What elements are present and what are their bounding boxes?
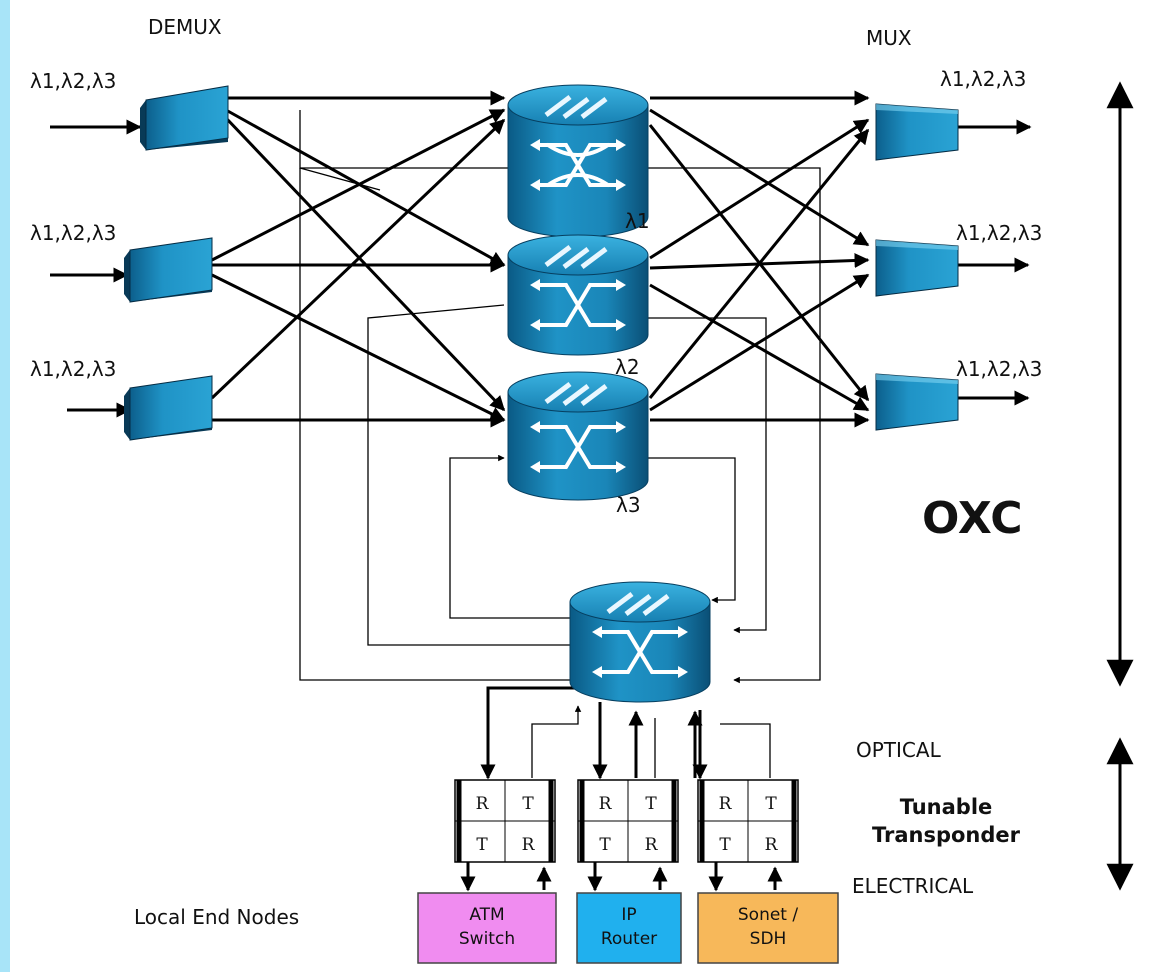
mux-device-3 [875, 373, 959, 431]
transponder-links [460, 686, 783, 892]
end-node-line2: SDH [750, 929, 787, 949]
transponder-label-line2: Transponder [872, 823, 1021, 847]
demux-device-1 [140, 85, 229, 151]
end-node-atm-switch: ATM Switch [417, 892, 557, 964]
transponder-cell: T [476, 835, 488, 855]
input-wavelengths-2: λ1,λ2,λ3 [30, 221, 116, 245]
output-wavelengths-2: λ1,λ2,λ3 [956, 221, 1042, 245]
switch-label-lambda1: λ1 [625, 209, 650, 233]
add-drop-loops [299, 110, 821, 778]
electrical-label: ELECTRICAL [852, 874, 974, 898]
transponder-cell: R [719, 794, 733, 814]
transponder-2: R T T R [577, 779, 679, 863]
input-wavelengths-1: λ1,λ2,λ3 [30, 69, 116, 93]
transponder-cell: T [645, 794, 657, 814]
demux-device-2 [124, 237, 213, 303]
optical-switch-lambda2 [507, 234, 649, 356]
demux-heading: DEMUX [148, 15, 222, 39]
transponder-3: R T T R [697, 779, 799, 863]
transponder-cell: T [599, 835, 611, 855]
end-node-box [417, 892, 557, 964]
local-end-nodes-label: Local End Nodes [134, 905, 299, 929]
mux-heading: MUX [866, 26, 912, 50]
transponder-cell: R [599, 794, 613, 814]
end-node-line2: Router [601, 929, 657, 949]
mux-device-2 [875, 239, 959, 297]
optical-label: OPTICAL [856, 738, 942, 762]
end-node-box [576, 892, 682, 964]
transponder-cell: R [476, 794, 490, 814]
end-node-line1: ATM [469, 905, 504, 925]
transponder-cell: T [765, 794, 777, 814]
optical-switch-add-drop [569, 581, 711, 703]
left-border-band [0, 0, 10, 972]
end-node-box [697, 892, 839, 964]
end-node-line2: Switch [459, 929, 515, 949]
main-connections [50, 90, 1032, 428]
switch-label-lambda2: λ2 [615, 355, 640, 379]
mux-device-1 [875, 103, 959, 161]
end-node-line1: Sonet / [738, 905, 798, 925]
end-node-sonet-sdh: Sonet / SDH [697, 892, 839, 964]
output-wavelengths-1: λ1,λ2,λ3 [940, 67, 1026, 91]
switch-label-lambda3: λ3 [616, 493, 641, 517]
end-node-line1: IP [621, 905, 636, 925]
transponder-cell: R [522, 835, 536, 855]
transponder-cell: R [645, 835, 659, 855]
transponder-cell: T [719, 835, 731, 855]
demux-device-3 [124, 375, 213, 441]
transponder-label-line1: Tunable [900, 795, 993, 819]
transponder-cell: R [765, 835, 779, 855]
end-node-ip-router: IP Router [576, 892, 682, 964]
optical-switch-lambda1 [507, 84, 649, 238]
input-wavelengths-3: λ1,λ2,λ3 [30, 357, 116, 381]
output-wavelengths-3: λ1,λ2,λ3 [956, 357, 1042, 381]
optical-switch-lambda3 [507, 371, 649, 501]
oxc-label: OXC [922, 493, 1022, 544]
transponder-1: R T T R [454, 779, 556, 863]
transponder-cell: T [522, 794, 534, 814]
